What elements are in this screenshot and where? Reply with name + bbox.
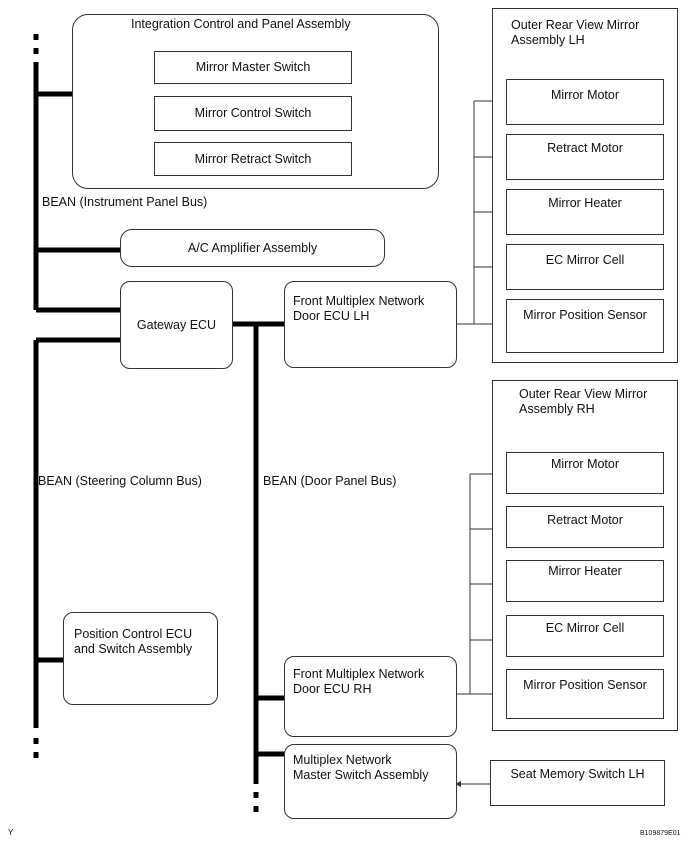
mirror-retract-switch: Mirror Retract Switch [154,142,352,176]
mirror-master-switch: Mirror Master Switch [154,51,352,84]
rh-mirror-position-sensor: Mirror Position Sensor [506,669,664,719]
ac-amplifier-box: A/C Amplifier Assembly [120,229,385,267]
lh-ec-mirror-cell: EC Mirror Cell [506,244,664,290]
instrument-panel-bus-line [33,34,122,313]
lh-mirror-motor: Mirror Motor [506,79,664,125]
mirror-rh-title: Outer Rear View Mirror Assembly RH [519,387,648,416]
lh-mirror-heater: Mirror Heater [506,189,664,235]
position-control-box: Position Control ECU and Switch Assembly [63,612,218,705]
master-switch-label: Multiplex Network Master Switch Assembly [293,753,429,782]
door-ecu-lh-label: Front Multiplex Network Door ECU LH [293,294,425,323]
figure-code: B109879E01 [640,830,681,837]
lh-retract-motor: Retract Motor [506,134,664,180]
lh-mirror-position-sensor: Mirror Position Sensor [506,299,664,353]
footer-left-mark: Y [8,828,14,837]
integration-control-title: Integration Control and Panel Assembly [131,17,351,31]
door-panel-bus-label: BEAN (Door Panel Bus) [263,474,397,488]
door-ecu-rh-label: Front Multiplex Network Door ECU RH [293,667,425,696]
mirror-control-switch: Mirror Control Switch [154,96,352,131]
door-panel-bus-line [232,321,285,812]
door-ecu-rh-box: Front Multiplex Network Door ECU RH [284,656,457,737]
door-ecu-lh-box: Front Multiplex Network Door ECU LH [284,281,457,368]
position-control-label: Position Control ECU and Switch Assembly [74,627,193,656]
steering-column-bus-line [33,337,122,758]
seat-memory-switch-box: Seat Memory Switch LH [490,760,665,806]
gateway-ecu-box: Gateway ECU [120,281,233,369]
mirror-lh-title: Outer Rear View Mirror Assembly LH [511,18,640,47]
steering-column-bus-label: BEAN (Steering Column Bus) [38,474,202,488]
rh-ec-mirror-cell: EC Mirror Cell [506,615,664,657]
rh-retract-motor: Retract Motor [506,506,664,548]
instrument-panel-bus-label: BEAN (Instrument Panel Bus) [42,195,208,209]
rh-mirror-heater: Mirror Heater [506,560,664,602]
rh-mirror-motor: Mirror Motor [506,452,664,494]
master-switch-box: Multiplex Network Master Switch Assembly [284,744,457,819]
